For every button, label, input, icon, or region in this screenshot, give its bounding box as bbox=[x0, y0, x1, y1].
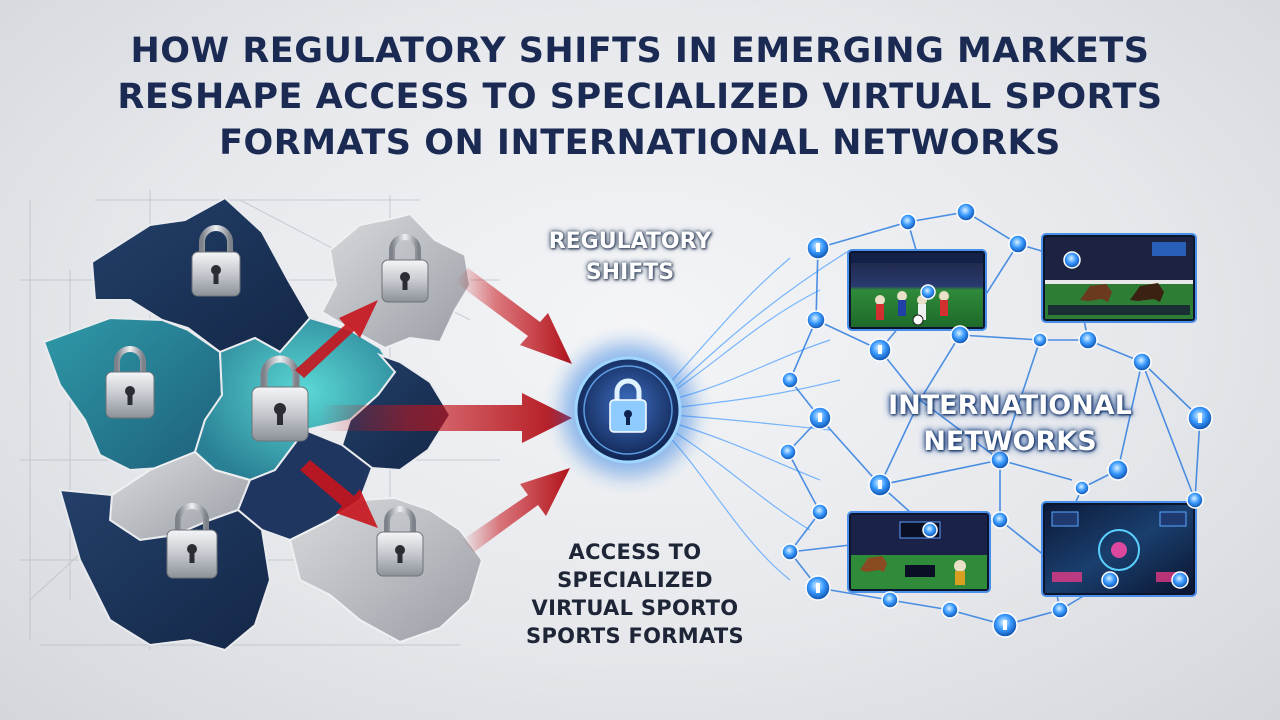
access-label-line-1: ACCESS TO bbox=[568, 540, 702, 564]
padlock-icon bbox=[381, 234, 429, 303]
padlock-icon bbox=[166, 503, 218, 579]
network-node-icon bbox=[1132, 352, 1152, 372]
title-line-2: RESHAPE ACCESS TO SPECIALIZED VIRTUAL SP… bbox=[117, 77, 1163, 117]
regulatory-label-line-1: REGULATORY bbox=[548, 229, 712, 254]
arrow-icon bbox=[320, 393, 572, 443]
padlock-icon bbox=[105, 346, 155, 419]
page-title: HOW REGULATORY SHIFTS IN EMERGING MARKET… bbox=[0, 28, 1280, 166]
network-node-icon bbox=[1171, 571, 1189, 589]
title-line-1: HOW REGULATORY SHIFTS IN EMERGING MARKET… bbox=[130, 31, 1150, 71]
arrow-icon bbox=[295, 300, 378, 378]
network-node-icon bbox=[1187, 405, 1213, 431]
padlock-icon bbox=[191, 225, 241, 297]
network-node-icon bbox=[1078, 330, 1098, 350]
network-node-icon bbox=[1008, 234, 1028, 254]
network-nodes bbox=[779, 202, 1213, 638]
regulatory-label-line-2: SHIFTS bbox=[585, 260, 675, 285]
network-node-icon bbox=[868, 338, 892, 362]
network-node-icon bbox=[1186, 491, 1204, 509]
network-node-icon bbox=[956, 202, 976, 222]
international-label-line-1: INTERNATIONAL bbox=[888, 390, 1132, 421]
network-node-icon bbox=[811, 503, 829, 521]
network-node-icon bbox=[806, 310, 826, 330]
network-node-icon bbox=[941, 601, 959, 619]
network-node-icon bbox=[781, 543, 799, 561]
regulatory-arrows bbox=[295, 268, 572, 552]
screen-panel-horse-racing bbox=[1041, 233, 1197, 323]
network-node-icon bbox=[808, 406, 832, 430]
network-node-icon bbox=[950, 325, 970, 345]
access-label-line-2: SPECIALIZED bbox=[557, 568, 713, 592]
network-node-icon bbox=[781, 371, 799, 389]
network-node-icon bbox=[920, 284, 936, 300]
network-node-icon bbox=[1063, 251, 1081, 269]
arrow-icon bbox=[455, 268, 572, 364]
network-node-icon bbox=[806, 236, 830, 260]
screen-panel-football bbox=[847, 249, 987, 331]
network-node-icon bbox=[922, 522, 938, 538]
screen-panel-virtual-race bbox=[847, 511, 991, 593]
access-label: ACCESS TO SPECIALIZED VIRTUAL SPORTO SPO… bbox=[500, 538, 770, 650]
network-node-icon bbox=[992, 612, 1018, 638]
access-label-line-4: SPORTS FORMATS bbox=[526, 624, 744, 648]
regulatory-shifts-label: REGULATORY SHIFTS bbox=[500, 226, 760, 288]
arrow-icon bbox=[462, 468, 570, 552]
network-node-icon bbox=[805, 575, 831, 601]
padlock-icon bbox=[609, 378, 647, 433]
regulatory-hub bbox=[550, 332, 706, 488]
international-label-line-2: NETWORKS bbox=[923, 426, 1097, 457]
network-node-icon bbox=[991, 511, 1009, 529]
arrow-icon bbox=[300, 460, 378, 528]
network-node-icon bbox=[1107, 459, 1129, 481]
padlock-icon bbox=[376, 506, 424, 577]
network-node-icon bbox=[1074, 480, 1090, 496]
screen-panel-esports-arena bbox=[1041, 501, 1197, 597]
title-line-3: FORMATS ON INTERNATIONAL NETWORKS bbox=[219, 123, 1061, 163]
network-node-icon bbox=[881, 591, 899, 609]
international-networks-label: INTERNATIONAL NETWORKS bbox=[850, 388, 1170, 460]
network-node-icon bbox=[779, 443, 797, 461]
region-navy-south bbox=[58, 488, 272, 652]
network-node-icon bbox=[1032, 332, 1048, 348]
network-node-icon bbox=[1101, 571, 1119, 589]
access-label-line-3: VIRTUAL SPORTO bbox=[531, 596, 739, 620]
network-node-icon bbox=[868, 473, 892, 497]
padlock-icon bbox=[251, 355, 309, 442]
network-node-icon bbox=[990, 450, 1010, 470]
network-node-icon bbox=[1051, 601, 1069, 619]
network-node-icon bbox=[899, 213, 917, 231]
